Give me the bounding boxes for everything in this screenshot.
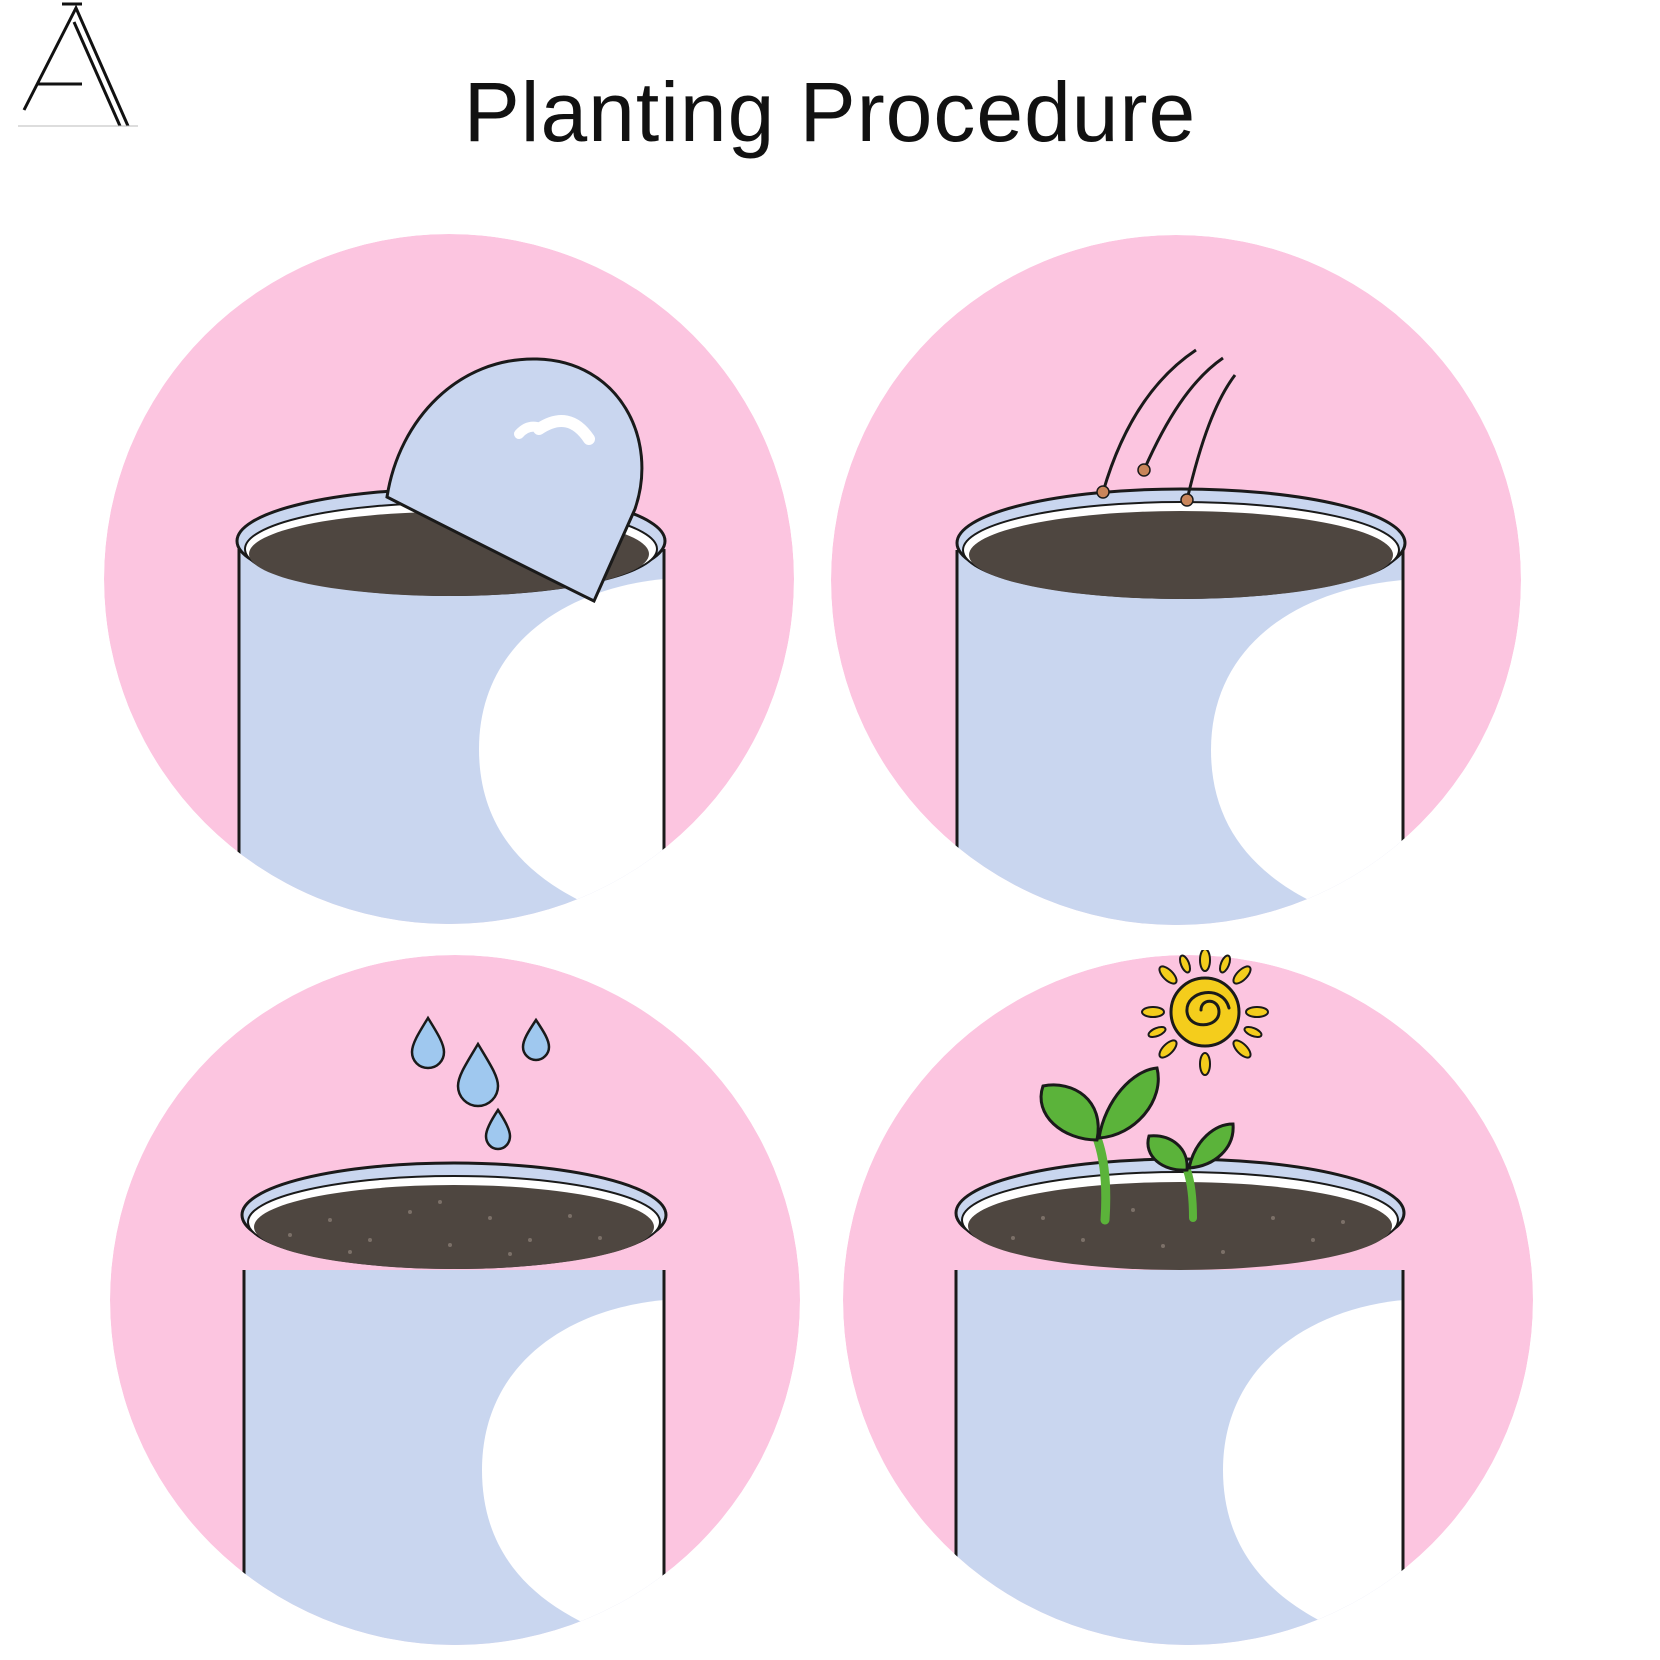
step-panel-sprout (843, 950, 1543, 1650)
sow-seeds-icon (831, 235, 1521, 925)
page-title: Planting Procedure (463, 65, 1197, 159)
a-monogram-logo-icon (18, 2, 138, 127)
insert-soil-disc-icon (104, 234, 794, 924)
brand-logo (18, 2, 138, 134)
step-panel-sow-seeds (831, 230, 1531, 930)
sprout-and-sun-icon (843, 950, 1533, 1645)
step-panel-insert-disc (99, 229, 799, 929)
step-panel-water (110, 950, 810, 1650)
water-drops-icon (110, 955, 800, 1645)
